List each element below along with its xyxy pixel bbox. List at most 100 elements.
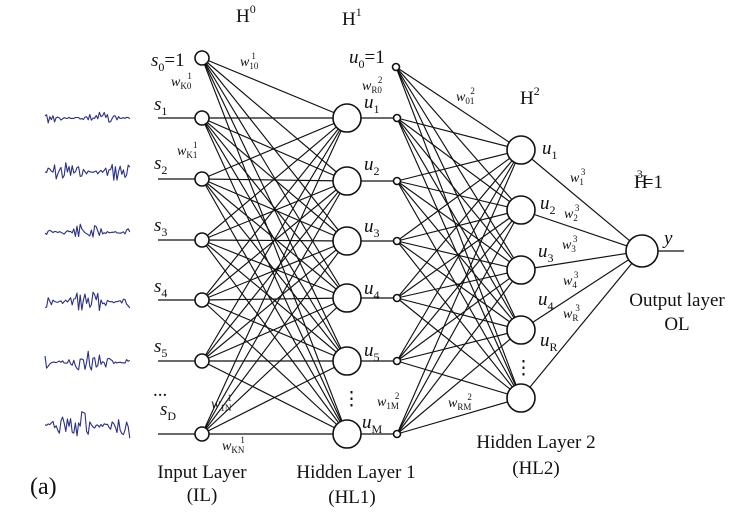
connections	[158, 57, 684, 435]
edge-h14-h21	[396, 209, 522, 299]
h1-output-tap-6	[392, 429, 402, 439]
h1-node-u1	[332, 103, 362, 133]
weight-w10: w101	[240, 51, 259, 71]
weight-wk0: wK01	[171, 71, 192, 91]
h1-label-u3: u3	[364, 216, 380, 240]
input-label-s0: s0=1	[151, 50, 185, 74]
signal-waveform-4	[44, 291, 131, 311]
neurons	[194, 50, 659, 449]
edge-h15-h23	[396, 329, 522, 362]
edge-h21-out	[520, 209, 643, 252]
edge-h14-h23	[396, 297, 522, 331]
edge-h10-h20	[395, 66, 522, 151]
edge-h16-h20	[396, 149, 522, 435]
signal-waveform-6	[44, 411, 131, 439]
h1-node-u5	[332, 346, 362, 376]
input-label-s3: s3	[154, 215, 167, 239]
edge-h16-h22	[396, 269, 522, 435]
h1-vertical-ellipsis: ⋮	[342, 389, 361, 410]
input-node-s1	[194, 110, 210, 126]
h2-node-u2	[506, 195, 536, 225]
h1-node-u2	[332, 166, 362, 196]
h1-output-tap-4	[392, 293, 402, 303]
input-node-s4	[194, 292, 210, 308]
caption-input-abbrev: (IL)	[187, 485, 218, 506]
edge-h10-h24	[395, 66, 522, 399]
h1-output-tap-5	[392, 356, 402, 366]
edge-h15-h24	[396, 360, 522, 399]
edge-in4-h14	[201, 299, 348, 362]
weight-w01: w012	[456, 86, 475, 106]
edge-h14-h24	[396, 297, 522, 399]
edge-in6-h10	[201, 117, 348, 435]
edge-h14-h20	[396, 149, 522, 299]
h2-node-ur	[506, 383, 536, 413]
edge-h11-h22	[396, 117, 522, 271]
edge-h13-h21	[396, 209, 522, 242]
h1-output-tap-2	[392, 176, 402, 186]
weight-w1n: w1N1	[211, 393, 232, 413]
weight-wkn: wKN1	[222, 435, 245, 455]
edge-in0-h10	[201, 57, 348, 119]
edge-h14-h22	[396, 269, 522, 299]
edge-h15-h22	[396, 269, 522, 362]
edge-h24-out	[520, 250, 643, 399]
h2-label-u2: u2	[540, 193, 556, 217]
edge-in6-h12	[201, 240, 348, 435]
input-label-s5: s5	[154, 336, 167, 360]
edge-in4-h13	[201, 297, 348, 301]
edge-h11-h24	[396, 117, 522, 399]
h1-label-u2: u2	[364, 154, 380, 178]
h1-node-u4	[332, 283, 362, 313]
input-ellipsis: ...	[153, 380, 167, 401]
caption-input-layer: Input Layer	[157, 462, 247, 483]
h2-node-u3	[506, 255, 536, 285]
output-label-y: y	[662, 228, 673, 249]
input-node-s0	[194, 50, 210, 66]
weight-wr0: wR02	[362, 75, 382, 95]
edge-in0-h11	[201, 57, 348, 182]
h2-node-u4	[506, 315, 536, 345]
edge-h20-out	[520, 149, 643, 252]
edge-in4-h15	[201, 299, 348, 435]
input-label-s2: s2	[154, 153, 167, 177]
h1-node-u3	[332, 226, 362, 256]
edge-h11-h21	[396, 117, 522, 211]
edge-in2-h11	[201, 178, 348, 182]
weight-wrm: wRM2	[448, 392, 472, 412]
h2-vertical-ellipsis: ⋮	[514, 358, 533, 379]
edge-h22-out	[520, 250, 643, 271]
input-signals	[44, 111, 131, 439]
caption-output-abbrev: OL	[664, 314, 689, 335]
input-node-sd	[194, 426, 210, 442]
h1-label-um: uM	[362, 412, 383, 436]
signal-waveform-3	[44, 223, 131, 238]
edge-in0-h13	[201, 57, 348, 299]
edge-in6-h11	[201, 180, 348, 435]
h1-label-u0: u0=1	[349, 47, 385, 71]
edge-in6-h14	[201, 360, 348, 435]
output-node	[625, 234, 659, 268]
h2-label-u1: u1	[542, 138, 558, 162]
edge-in5-h13	[201, 297, 348, 362]
edge-in6-h13	[201, 297, 348, 435]
weight-w3-3: w33	[562, 234, 578, 254]
h1-bias-node-u0	[391, 62, 401, 72]
weight-w1m: w1M2	[377, 391, 399, 411]
edge-in0-h15	[201, 57, 348, 435]
weight-wr-3: wR3	[563, 303, 580, 323]
input-label-s1: s1	[154, 94, 167, 118]
weight-w4-3: w43	[563, 270, 579, 290]
edge-h16-h23	[396, 329, 522, 435]
edge-h16-h21	[396, 209, 522, 435]
header-h2: H2	[520, 84, 540, 109]
weight-w2-3: w23	[564, 203, 580, 223]
weight-wk1: wK11	[177, 140, 198, 160]
h2-label-u3: u3	[538, 241, 554, 265]
edge-h16-h24	[396, 397, 522, 435]
edge-in5-h12	[201, 240, 348, 362]
input-node-s5	[194, 353, 210, 369]
signal-waveform-5	[44, 350, 131, 371]
